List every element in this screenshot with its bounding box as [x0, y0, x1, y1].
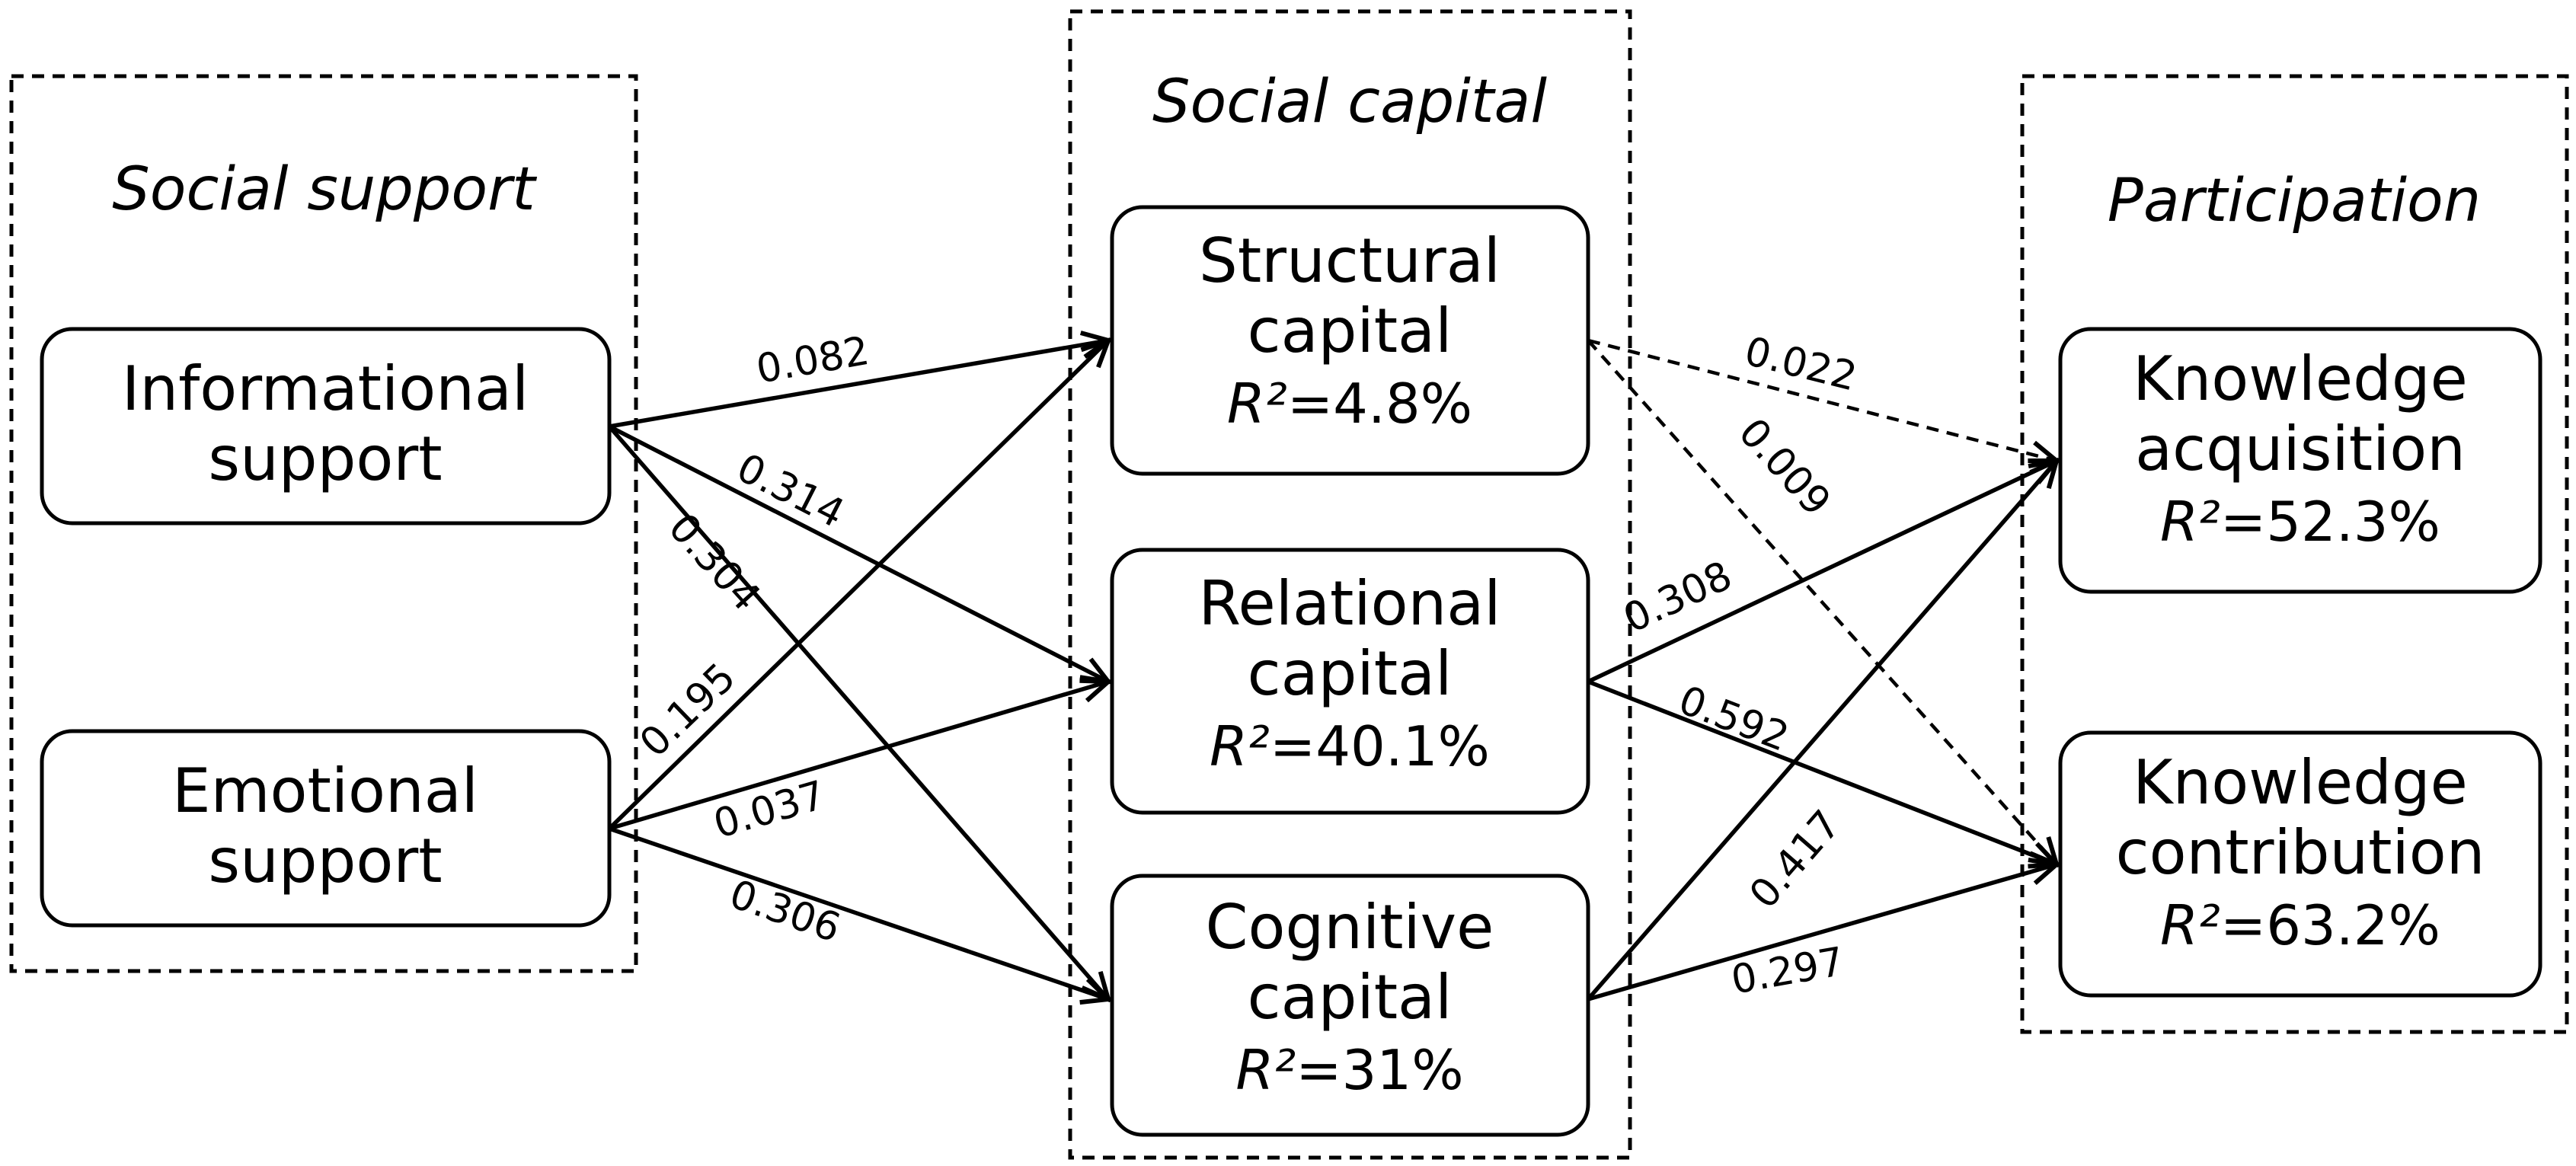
node-label-line1: Emotional — [172, 756, 478, 826]
group-title-participation: Participation — [2108, 167, 2481, 235]
group-title-social-capital: Social capital — [1152, 68, 1547, 136]
path-arrows — [607, 339, 2057, 1001]
node-label-line2: capital — [1248, 962, 1453, 1033]
path-emo-structural — [608, 340, 1108, 830]
coef-relational-contribution: 0.592 — [1673, 677, 1795, 760]
node-relational-capital: Relational capital R²=40.1% — [1110, 548, 1590, 815]
path-emo-cognitive — [609, 826, 1108, 999]
path-emo-relational — [609, 682, 1108, 831]
path-cognitive-contribution — [1587, 864, 2057, 1001]
node-emotional-support: Emotional support — [40, 729, 612, 928]
node-label-line1: Knowledge — [2133, 343, 2468, 414]
node-label-line2: acquisition — [2135, 414, 2466, 484]
coef-structural-acquisition: 0.022 — [1740, 328, 1862, 400]
node-label-line1: Knowledge — [2133, 747, 2468, 818]
node-label-line2: capital — [1248, 295, 1453, 366]
node-knowledge-acquisition: Knowledge acquisition R²=52.3% — [2058, 327, 2542, 594]
path-structural-contribution — [1587, 339, 2057, 864]
path-relational-contribution — [1587, 679, 2057, 864]
path-info-cognitive — [607, 425, 1108, 999]
path-relational-acquisition — [1587, 461, 2057, 684]
coef-info-cognitive: 0.304 — [660, 505, 769, 620]
coef-cognitive-contribution: 0.297 — [1728, 939, 1848, 1004]
coef-cognitive-acquisition: 0.417 — [1741, 802, 1850, 918]
node-label-line2: capital — [1248, 638, 1453, 709]
coef-relational-acquisition: 0.308 — [1617, 553, 1739, 642]
path-info-relational — [608, 424, 1108, 682]
node-r-squared: R²=4.8% — [1227, 372, 1472, 436]
node-informational-support: Informational support — [40, 327, 612, 525]
node-label-line1: Cognitive — [1206, 892, 1494, 963]
node-label-line2: support — [208, 826, 442, 896]
group-social-support — [9, 74, 638, 973]
coef-info-relational: 0.314 — [730, 445, 852, 537]
coef-emo-relational: 0.037 — [708, 772, 830, 848]
node-r-squared: R²=52.3% — [2160, 490, 2440, 554]
node-r-squared: R²=40.1% — [1210, 714, 1490, 778]
coef-emo-cognitive: 0.306 — [724, 871, 845, 951]
node-cognitive-capital: Cognitive capital R²=31% — [1110, 874, 1590, 1137]
path-info-structural — [609, 340, 1108, 429]
node-label-line1: Structural — [1199, 225, 1501, 296]
node-label-line2: contribution — [2116, 817, 2485, 888]
node-structural-capital: Structural capital R²=4.8% — [1110, 205, 1590, 476]
group-participation — [2020, 74, 2569, 1034]
node-label-line2: support — [208, 423, 442, 494]
node-label-line1: Informational — [122, 353, 529, 424]
node-r-squared: R²=63.2% — [2160, 893, 2440, 957]
group-title-social-support: Social support — [112, 155, 537, 224]
group-social-capital — [1068, 9, 1632, 1160]
node-knowledge-contribution: Knowledge contribution R²=63.2% — [2058, 730, 2542, 998]
node-r-squared: R²=31% — [1235, 1038, 1463, 1102]
coef-structural-contribution: 0.009 — [1730, 410, 1839, 525]
node-label-line1: Relational — [1199, 568, 1501, 639]
path-cognitive-acquisition — [1586, 461, 2057, 1001]
